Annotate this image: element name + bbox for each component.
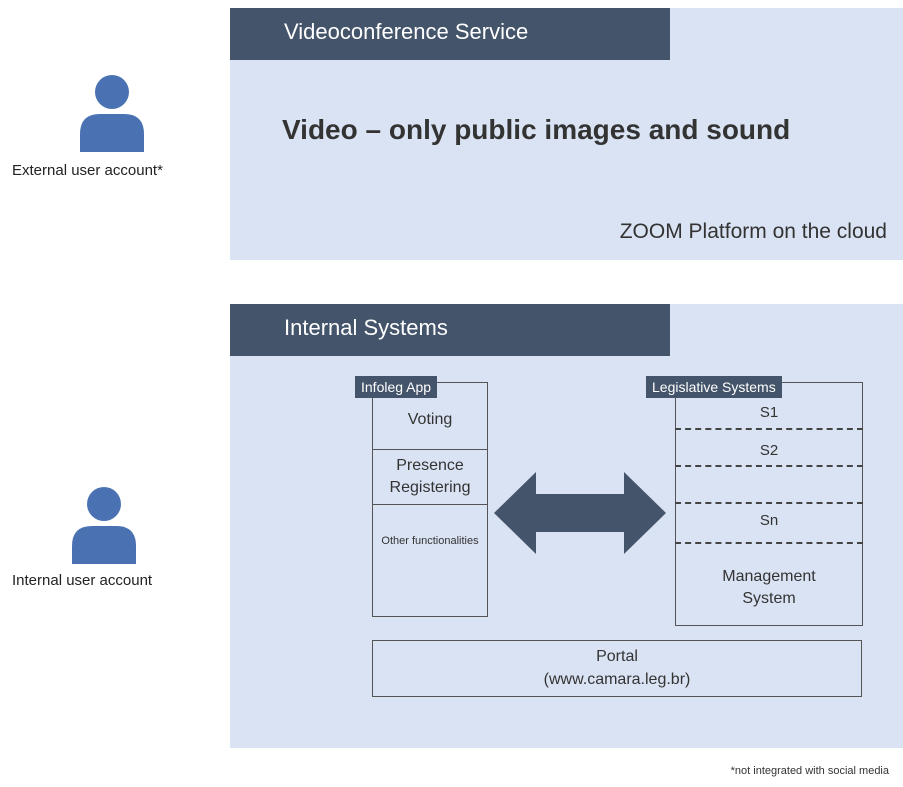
s2-label: S2	[759, 442, 779, 459]
user-icon	[80, 75, 144, 152]
portal-box: Portal (www.camara.leg.br)	[372, 640, 862, 697]
management-system-label: Management System	[722, 568, 816, 607]
external-user-label: External user account*	[12, 162, 163, 179]
sn-label: Sn	[759, 512, 779, 529]
other-functionalities-label: Other functionalities	[381, 535, 479, 547]
portal-title: Portal	[596, 648, 638, 665]
video-description: Video – only public images and sound	[282, 114, 791, 145]
platform-label: ZOOM Platform on the cloud	[619, 220, 887, 243]
footnote: *not integrated with social media	[730, 765, 889, 777]
double-arrow-icon	[494, 472, 666, 554]
legislative-systems-title: Legislative Systems	[646, 376, 782, 398]
presence-label: Presence Registering	[389, 457, 471, 496]
infoleg-app-title: Infoleg App	[355, 376, 438, 398]
divider	[675, 428, 863, 430]
videoconference-header: Videoconference Service	[230, 8, 670, 60]
s1-label: S1	[759, 404, 779, 421]
presence-cell: Presence Registering	[372, 449, 488, 505]
divider	[675, 542, 863, 544]
user-icon	[72, 487, 136, 564]
internal-systems-header: Internal Systems	[230, 304, 670, 356]
divider	[675, 465, 863, 467]
internal-user-label: Internal user account	[12, 572, 153, 589]
voting-label: Voting	[407, 411, 453, 428]
voting-cell: Voting	[372, 398, 488, 450]
divider	[675, 502, 863, 504]
portal-url: (www.camara.leg.br)	[543, 671, 691, 688]
